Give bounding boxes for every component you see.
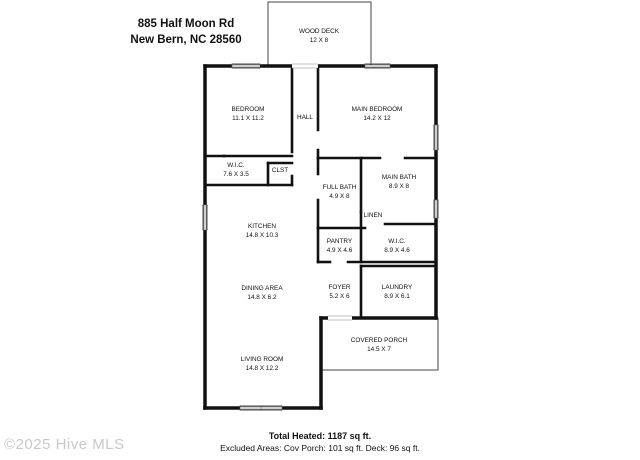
kitchen-name: KITCHEN — [247, 223, 277, 230]
linen-name: LINEN — [363, 212, 383, 219]
full-bath-name: FULL BATH — [322, 184, 357, 191]
wic-left-name: W.I.C. — [227, 162, 245, 169]
hall-name: HALL — [297, 114, 313, 121]
living-room-name: LIVING ROOM — [240, 356, 284, 363]
main-bath-dims: 8.9 X 8 — [388, 183, 410, 190]
label-main-bedroom: MAIN BEDROOM 14.2 X 12 — [337, 105, 417, 123]
mls-watermark: ©2025 Hive MLS — [4, 436, 125, 453]
label-full-bath: FULL BATH 4.9 X 8 — [318, 183, 361, 201]
label-wic-right: W.I.C. 8.9 X 4.6 — [362, 237, 432, 255]
label-dining-area: DINING AREA 14.8 X 6.2 — [217, 284, 307, 302]
covered-porch-name: COVERED PORCH — [350, 337, 408, 344]
label-covered-porch: COVERED PORCH 14.5 X 7 — [334, 336, 424, 354]
main-bedroom-name: MAIN BEDROOM — [351, 106, 403, 113]
wood-deck-outline — [267, 1, 372, 66]
wic-right-name: W.I.C. — [388, 238, 406, 245]
address-street: 885 Half Moon Rd — [137, 18, 235, 30]
label-foyer: FOYER 5.2 X 6 — [318, 283, 361, 301]
label-laundry: LAUNDRY 8.9 X 6.1 — [362, 283, 432, 301]
door-thresholds — [292, 63, 352, 321]
interior-walls — [203, 64, 438, 320]
bedroom-name: BEDROOM — [231, 106, 265, 113]
full-bath-dims: 4.9 X 8 — [329, 193, 350, 200]
laundry-dims: 8.9 X 6.1 — [384, 293, 410, 300]
label-wic-left: W.I.C. 7.6 X 3.5 — [211, 161, 261, 179]
label-linen: LINEN — [361, 211, 385, 220]
laundry-name: LAUNDRY — [381, 284, 413, 291]
dining-area-dims: 14.8 X 6.2 — [247, 294, 277, 301]
label-wood-deck: WOOD DECK 12 X 8 — [279, 27, 359, 45]
excluded-areas: Excluded Areas: Cov Porch: 101 sq ft. De… — [220, 443, 420, 453]
main-bedroom-dims: 14.2 X 12 — [363, 115, 391, 122]
foyer-name: FOYER — [328, 284, 351, 291]
foyer-dims: 5.2 X 6 — [329, 293, 350, 300]
label-main-bath: MAIN BATH 8.9 X 8 — [364, 173, 434, 191]
label-hall: HALL — [290, 113, 320, 122]
kitchen-dims: 14.8 X 10.3 — [245, 232, 279, 239]
total-heated: Total Heated: 1187 sq ft. — [268, 431, 372, 441]
wood-deck-dims: 12 X 8 — [309, 37, 329, 44]
pantry-dims: 4.9 X 4.6 — [326, 247, 353, 254]
label-pantry: PANTRY 4.9 X 4.6 — [318, 237, 361, 255]
living-room-dims: 14.8 X 12.2 — [245, 365, 279, 372]
wic-left-dims: 7.6 X 3.5 — [223, 171, 249, 178]
window-frames — [202, 63, 439, 411]
wic-right-dims: 8.9 X 4.6 — [384, 247, 410, 254]
property-address: 885 Half Moon Rd New Bern, NC 28560 — [126, 16, 246, 48]
pantry-name: PANTRY — [326, 238, 353, 245]
label-bedroom: BEDROOM 11.1 X 11.2 — [208, 105, 288, 123]
dining-area-name: DINING AREA — [241, 285, 283, 292]
label-living-room: LIVING ROOM 14.8 X 12.2 — [217, 355, 307, 373]
main-bath-name: MAIN BATH — [381, 174, 417, 181]
closet-name: CLST — [271, 167, 289, 174]
bedroom-dims: 11.1 X 11.2 — [232, 115, 264, 122]
covered-porch-dims: 14.5 X 7 — [367, 346, 391, 353]
label-kitchen: KITCHEN 14.8 X 10.3 — [222, 222, 302, 240]
address-city: New Bern, NC 28560 — [130, 34, 242, 46]
door-openings — [292, 64, 352, 320]
area-totals: Total Heated: 1187 sq ft. Excluded Areas… — [0, 430, 640, 454]
wood-deck-name: WOOD DECK — [298, 28, 340, 35]
label-closet: CLST — [268, 166, 292, 175]
